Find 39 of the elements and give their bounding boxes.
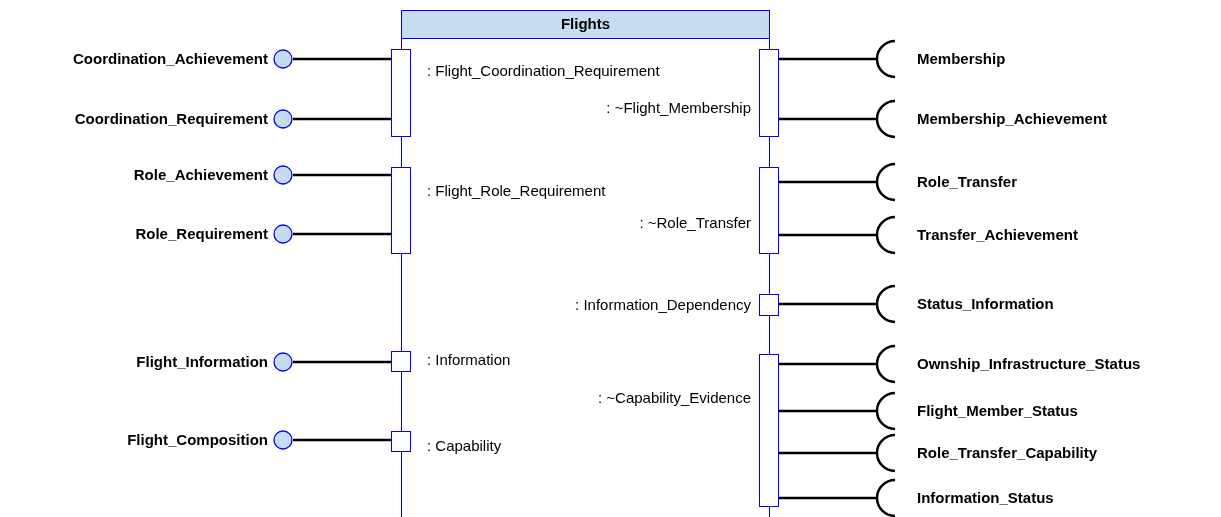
port-label: : ~Role_Transfer [639,214,751,231]
interface-label: Role_Transfer_Capability [917,444,1098,461]
interface-label: Coordination_Requirement [74,110,268,127]
interface-label: Role_Requirement [135,225,268,242]
connector-line [779,451,876,455]
interface-label: Coordination_Achievement [72,50,268,67]
connector-line [779,362,876,366]
interface-label: Role_Achievement [133,166,268,183]
port-label: : Information_Dependency [575,296,751,313]
port-label: : Flight_Role_Requirement [427,182,606,199]
port-label: : Information [427,351,511,368]
interface-label: Flight_Information [136,353,268,370]
port-label: : Capability [427,437,502,454]
connector-line [779,233,876,237]
port-label: : Flight_Coordination_Requirement [427,62,660,79]
connector-line [293,438,391,442]
connector-line [779,57,876,61]
interface-label: Membership_Achievement [917,110,1108,127]
connector-line [779,117,876,121]
connector-line [779,302,876,306]
port-label: : ~Capability_Evidence [598,389,751,406]
port-label: : ~Flight_Membership [606,99,751,116]
connector-line [779,409,876,413]
connector-line [293,57,391,61]
interface-label: Flight_Member_Status [917,402,1078,419]
interface-label: Membership [917,50,1006,67]
connector-line [293,360,391,364]
interface-label: Ownship_Infrastructure_Status [917,355,1141,372]
connector-line [293,117,391,121]
connector-line [293,173,391,177]
interface-label: Transfer_Achievement [917,226,1078,243]
interface-label: Role_Transfer [917,173,1018,190]
interface-label: Flight_Composition [127,431,268,448]
connector-line [779,180,876,184]
connector-line [293,232,391,236]
interface-label: Information_Status [917,489,1054,506]
connector-line [779,496,876,500]
component-title: Flights [402,11,769,39]
interface-label: Status_Information [917,295,1054,312]
